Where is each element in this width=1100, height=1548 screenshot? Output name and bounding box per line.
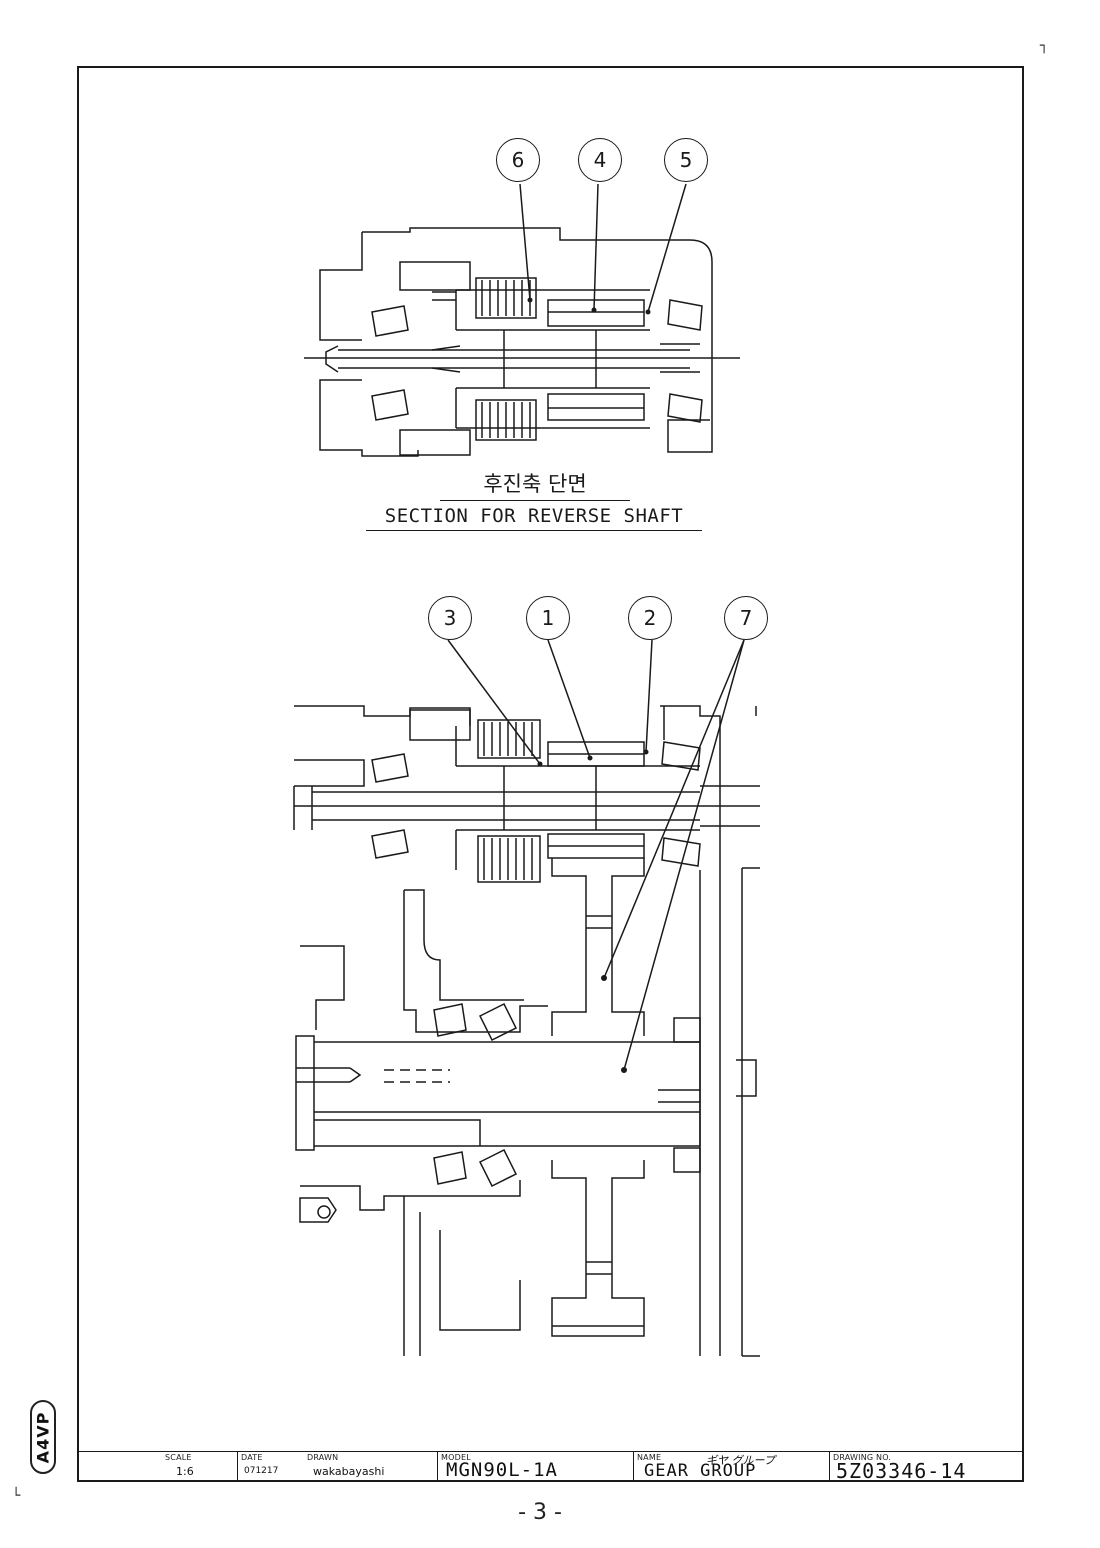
drawing-no-value: 5Z03346-14 [836,1459,967,1483]
main-section [293,639,760,1357]
page-number: - 3 - [518,1500,562,1525]
title-block-drawn: DRAWN wakabayashi [305,1452,437,1482]
drawn-value: wakabayashi [313,1465,385,1478]
scale-value: 1:6 [176,1465,194,1478]
drawing-no-label: DRAWING NO. [833,1453,892,1462]
balloon-7: 7 [724,596,768,640]
title-block-date: DATE 071217 [237,1452,305,1482]
balloon-3: 3 [428,596,472,640]
balloon-1: 1 [526,596,570,640]
date-value: 071217 [244,1466,279,1476]
title-block: SCALE 1:6 DATE 071217 DRAWN wakabayashi … [79,1451,1023,1483]
reverse-shaft-section [304,183,740,457]
date-label: DATE [241,1453,263,1462]
scale-label: SCALE [165,1453,192,1462]
model-label: MODEL [441,1453,471,1462]
crop-mark-top-right: ┐ [1040,38,1049,54]
name-label: NAME [637,1453,662,1462]
balloon-5: 5 [664,138,708,182]
sheet-size-label: A4VP [33,1411,53,1463]
name-value: GEAR GROUP [644,1461,757,1481]
section-caption-korean: 후진축 단면 [440,468,630,501]
title-block-drawing-no: DRAWING NO. 5Z03346-14 [829,1452,1023,1483]
title-block-name: NAME ギヤ グループ GEAR GROUP [633,1452,829,1482]
crop-mark-bottom-left: └ [12,1488,21,1504]
drawing-border [77,66,1024,1482]
drawn-label: DRAWN [307,1453,339,1462]
name-value-japanese: ギヤ グループ [706,1454,775,1467]
title-block-scale: SCALE 1:6 [79,1452,237,1482]
balloon-6: 6 [496,138,540,182]
section-caption-english: SECTION FOR REVERSE SHAFT [366,505,702,531]
balloon-4: 4 [578,138,622,182]
model-value: MGN90L-1A [446,1459,558,1481]
title-block-model: MODEL MGN90L-1A [437,1452,633,1482]
balloon-2: 2 [628,596,672,640]
sheet-size-badge: A4VP [30,1400,56,1474]
